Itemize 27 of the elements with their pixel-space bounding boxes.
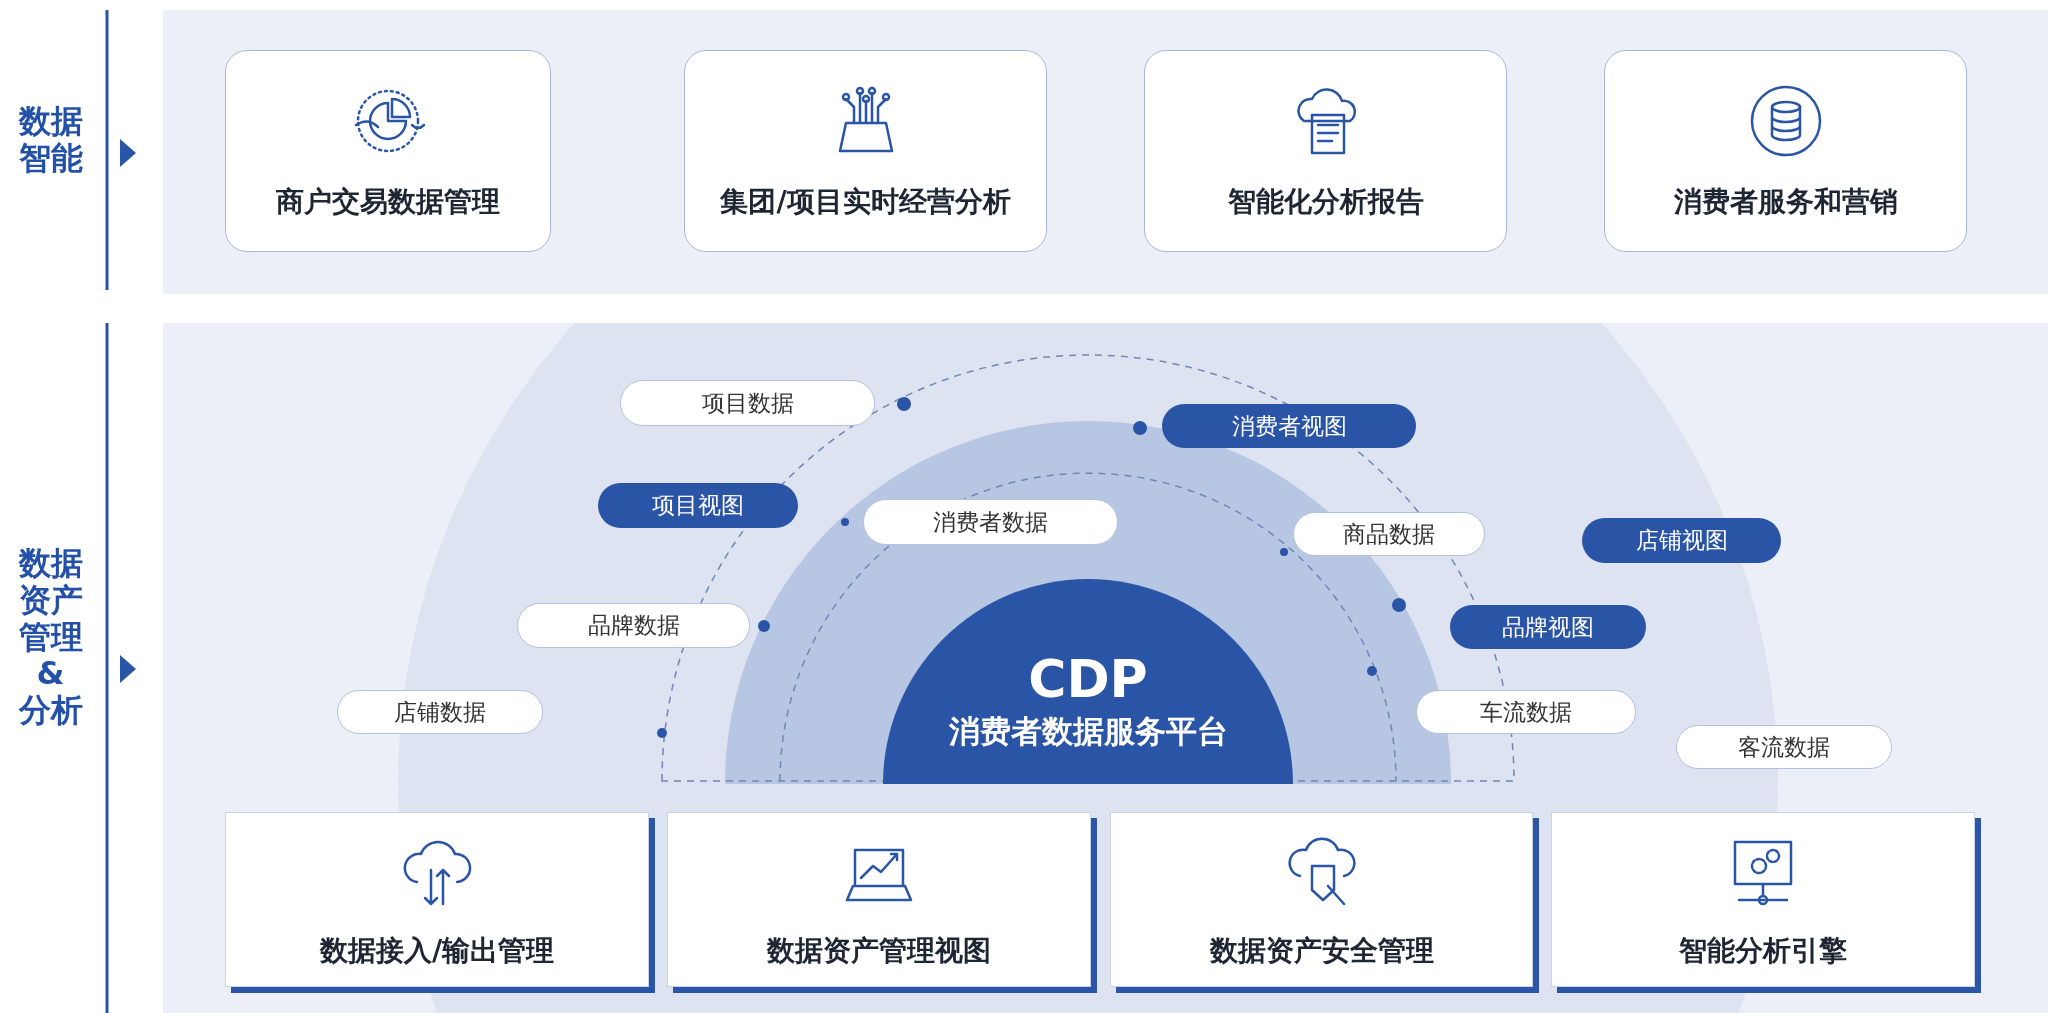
tag-pill: 店铺视图 [1582,518,1781,563]
tag-pill: 品牌视图 [1450,605,1646,649]
feature-card [684,50,1047,252]
platform-title: 消费者数据服务平台 [947,712,1229,751]
card-title: 智能化分析报告 [1227,184,1424,220]
tag-pill: 项目视图 [598,483,798,528]
card-title: 商户交易数据管理 [276,184,500,220]
tag-pill: 消费者数据 [863,499,1118,545]
card-title: 消费者服务和营销 [1673,184,1898,220]
section-label: 数据资产管理&分析 [17,545,84,729]
tag-pill: 品牌数据 [517,603,750,648]
tag-pill: 客流数据 [1676,725,1892,769]
platform-acronym: CDP [1027,649,1149,709]
feature-card [1604,50,1967,252]
tag-pill: 店铺数据 [337,690,543,734]
card-title: 智能分析引擎 [1679,932,1847,969]
tag-pill: 车流数据 [1416,690,1636,734]
card-title: 集团/项目实时经营分析 [720,184,1011,220]
card-title: 数据资产管理视图 [767,932,991,969]
section-label: 数据智能 [17,103,84,177]
feature-card [225,50,551,252]
card-title: 数据资产安全管理 [1209,932,1434,969]
card-title: 数据接入/输出管理 [319,932,555,969]
tag-pill: 商品数据 [1293,512,1485,556]
tag-pill: 项目数据 [620,380,875,426]
tag-pill: 消费者视图 [1162,404,1416,448]
feature-card [1144,50,1507,252]
